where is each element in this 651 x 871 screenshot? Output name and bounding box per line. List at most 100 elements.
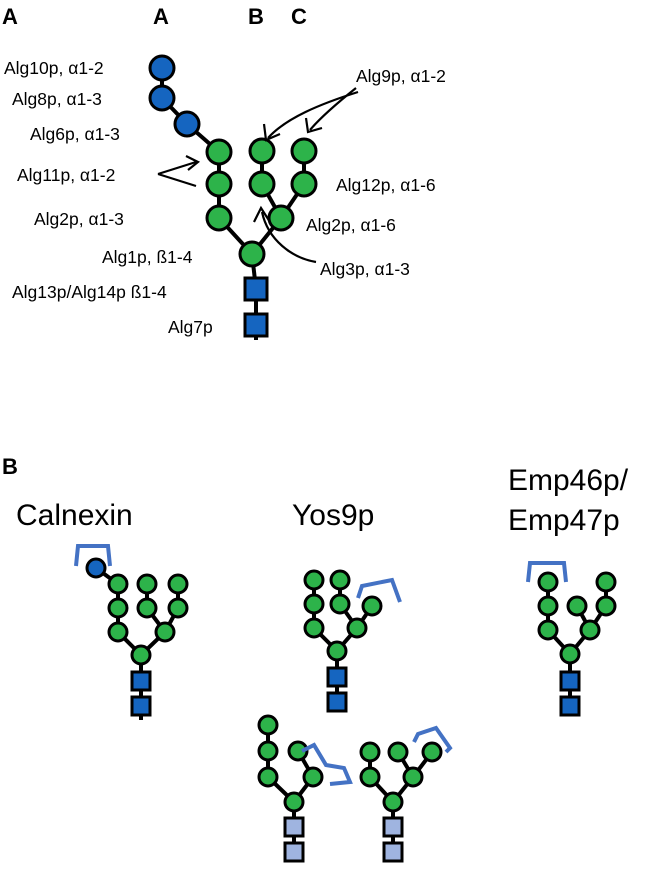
- mannose-residue: [303, 617, 325, 639]
- label-alg1: Alg1p, ß1-4: [102, 247, 193, 267]
- glcnac-residue: [283, 841, 305, 863]
- glcnac-residue: [382, 841, 404, 863]
- mannose-residue: [537, 619, 559, 641]
- lower-right-binding-bracket: [412, 725, 453, 754]
- panel-b: B Calnexin Yos9p Emp46p/ Emp47p: [2, 454, 629, 863]
- mannose-residue: [382, 791, 404, 813]
- mannose-residue: [537, 595, 559, 617]
- label-alg6: Alg6p, α1-3: [30, 124, 120, 144]
- mannose-residue: [248, 170, 276, 198]
- mannose-residue: [167, 573, 189, 595]
- mannose-residue: [303, 569, 325, 591]
- mannose-residue: [303, 593, 325, 615]
- glcnac-residue: [382, 816, 404, 838]
- label-alg13-14: Alg13p/Alg14p ß1-4: [12, 282, 167, 302]
- branch-a-letter: A: [153, 4, 169, 29]
- lower-right-glycan: [359, 725, 453, 863]
- glucose-residue: [148, 54, 176, 82]
- mannose-residue: [359, 766, 381, 788]
- glucose-residue: [85, 557, 107, 579]
- emp-binding-bracket: [526, 561, 568, 583]
- panel-b-letter: B: [2, 454, 18, 479]
- alg11-arrow: [157, 160, 197, 188]
- branch-b-letter: B: [248, 4, 264, 29]
- alg9-arrowhead-c: [304, 117, 323, 134]
- label-alg10: Alg10p, α1-2: [4, 58, 104, 78]
- yos9-binding-bracket: [356, 577, 402, 603]
- mannose-residue: [326, 640, 348, 662]
- yos9-glycan: [303, 569, 402, 713]
- mannose-residue: [167, 597, 189, 619]
- mannose-residue: [267, 204, 295, 232]
- emp47-label-line2: Emp47p: [508, 504, 620, 537]
- mannose-residue: [283, 791, 305, 813]
- mannose-residue: [559, 643, 581, 665]
- panel-a-enzyme-labels: Alg10p, α1-2 Alg8p, α1-3 Alg6p, α1-3 Alg…: [4, 58, 446, 337]
- label-alg11: Alg11p, α1-2: [17, 165, 115, 185]
- lower-left-binding-bracket: [301, 742, 353, 786]
- branch-c-letter: C: [291, 4, 307, 29]
- mannose-residue: [387, 741, 409, 763]
- mannose-residue: [595, 595, 617, 617]
- glcnac-residue: [130, 695, 152, 717]
- alg9-arrowhead-b: [262, 123, 281, 142]
- alg9-arrow-c: [309, 87, 357, 131]
- mannose-residue: [302, 766, 324, 788]
- alg3-arrowhead: [253, 205, 271, 223]
- glcnac-residue: [130, 670, 152, 692]
- mannose-residue: [421, 741, 443, 763]
- mannose-residue: [329, 569, 351, 591]
- label-alg9: Alg9p, α1-2: [356, 66, 446, 86]
- mannose-residue: [136, 597, 158, 619]
- mannose-residue: [257, 740, 279, 762]
- mannose-residue: [566, 595, 588, 617]
- mannose-residue: [290, 170, 318, 198]
- mannose-residue: [359, 741, 381, 763]
- glcnac-residue: [326, 666, 348, 688]
- label-alg2-left: Alg2p, α1-3: [34, 209, 124, 229]
- glucose-residue: [173, 110, 201, 138]
- yos9-label: Yos9p: [292, 499, 374, 532]
- glcnac-residue: [243, 312, 269, 338]
- lower-left-glycan: [257, 714, 353, 863]
- mannose-residue: [329, 593, 351, 615]
- mannose-residue: [537, 571, 559, 593]
- mannose-residue: [205, 204, 233, 232]
- mannose-residue: [107, 621, 129, 643]
- mannose-residue: [402, 766, 424, 788]
- label-alg8: Alg8p, α1-3: [12, 89, 102, 109]
- mannose-residue: [238, 240, 266, 268]
- glucose-residue: [148, 84, 176, 112]
- panel-a-bonds: [160, 68, 306, 340]
- mannose-residue: [257, 766, 279, 788]
- label-alg2-right: Alg2p, α1-6: [306, 215, 396, 235]
- mannose-residue: [154, 621, 176, 643]
- mannose-residue: [290, 137, 318, 165]
- panel-a-arrows: [157, 87, 359, 264]
- mannose-residue: [595, 571, 617, 593]
- mannose-residue: [248, 137, 276, 165]
- panel-a-letter: A: [2, 4, 18, 29]
- emp-glycan: [526, 561, 617, 717]
- mannose-residue: [130, 644, 152, 666]
- label-alg7: Alg7p: [168, 317, 213, 337]
- glcnac-residue: [243, 276, 269, 302]
- mannose-residue: [579, 619, 601, 641]
- calnexin-binding-bracket: [74, 544, 112, 567]
- alg3-arrow: [260, 211, 317, 264]
- mannose-residue: [136, 573, 158, 595]
- mannose-residue: [361, 595, 383, 617]
- mannose-residue: [107, 597, 129, 619]
- label-alg3: Alg3p, α1-3: [320, 259, 410, 279]
- glcnac-residue: [326, 691, 348, 713]
- mannose-residue: [205, 170, 233, 198]
- glcnac-residue: [283, 816, 305, 838]
- mannose-residue: [107, 573, 129, 595]
- glcnac-residue: [559, 695, 581, 717]
- mannose-residue: [346, 617, 368, 639]
- emp46-label-line1: Emp46p/: [508, 464, 629, 497]
- alg11-arrowhead: [185, 155, 201, 171]
- mannose-residue: [257, 714, 279, 736]
- panel-a: A A B C: [2, 4, 446, 340]
